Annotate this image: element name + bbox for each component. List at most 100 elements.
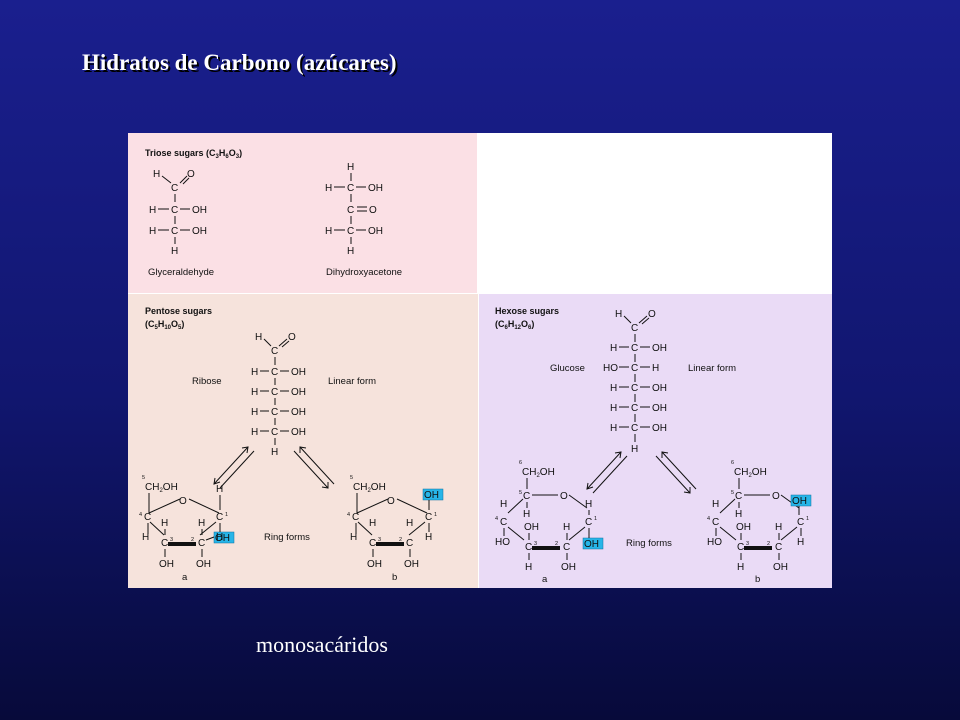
svg-text:C: C	[523, 491, 530, 502]
svg-text:C: C	[797, 517, 804, 528]
svg-text:C: C	[631, 323, 638, 334]
glucose-ring-a: 6 CH2OH 5 C O H H H 4 C C 1 HO OH	[495, 460, 604, 585]
svg-text:a: a	[182, 572, 188, 583]
svg-text:C: C	[775, 542, 782, 553]
svg-text:3: 3	[378, 537, 381, 543]
svg-text:O: O	[187, 169, 195, 180]
svg-text:H: H	[350, 532, 357, 543]
svg-text:C: C	[712, 517, 719, 528]
svg-text:C: C	[216, 512, 223, 523]
svg-text:H: H	[610, 383, 617, 394]
svg-text:OH: OH	[367, 559, 382, 570]
svg-text:O: O	[648, 309, 656, 320]
svg-text:OH: OH	[291, 427, 306, 438]
svg-text:C: C	[352, 512, 359, 523]
svg-text:HO: HO	[707, 537, 722, 548]
svg-text:OH: OH	[652, 383, 667, 394]
svg-text:OH: OH	[291, 387, 306, 398]
svg-text:C: C	[525, 542, 532, 553]
ribose-linear-structure: H O C H C OH H C OH H	[251, 332, 306, 458]
svg-text:C: C	[369, 538, 376, 549]
svg-text:OH: OH	[524, 522, 539, 533]
svg-text:H: H	[610, 423, 617, 434]
svg-text:OH: OH	[792, 496, 807, 507]
svg-text:C: C	[171, 183, 178, 194]
svg-text:OH: OH	[368, 183, 383, 194]
empty-panel	[478, 133, 832, 293]
svg-text:C: C	[347, 226, 354, 237]
svg-text:H: H	[631, 444, 638, 455]
svg-text:H: H	[251, 387, 258, 398]
svg-text:CH2OH: CH2OH	[734, 467, 767, 479]
pentose-diagram: Pentose sugars (C5H10O5) H O C H C OH H …	[139, 306, 444, 583]
svg-text:1: 1	[225, 512, 228, 518]
svg-text:H: H	[251, 407, 258, 418]
svg-text:O: O	[772, 491, 780, 502]
svg-text:H: H	[797, 537, 804, 548]
svg-text:3: 3	[170, 537, 173, 543]
svg-text:OH: OH	[291, 367, 306, 378]
glyceraldehyde-label: Glyceraldehyde	[148, 267, 214, 278]
hexose-diagram: Hexose sugars (C6H12O6) H O C H C OH HO …	[495, 306, 812, 585]
svg-text:H: H	[610, 343, 617, 354]
monosaccharide-figure: Triose sugars (C3H6O3) H O C H C OH H C	[128, 133, 832, 588]
svg-text:b: b	[392, 572, 397, 583]
svg-text:O: O	[560, 491, 568, 502]
triose-panel: Triose sugars (C3H6O3) H O C H C OH H C	[128, 133, 477, 293]
svg-text:H: H	[525, 562, 532, 573]
svg-text:1: 1	[434, 512, 437, 518]
svg-text:O: O	[387, 496, 395, 507]
svg-text:OH: OH	[192, 226, 207, 237]
svg-text:1: 1	[806, 516, 809, 522]
svg-text:2: 2	[555, 541, 558, 547]
svg-text:4: 4	[707, 516, 710, 522]
svg-text:5: 5	[731, 490, 734, 496]
svg-text:H: H	[347, 162, 354, 173]
svg-text:C: C	[737, 542, 744, 553]
svg-text:H: H	[153, 169, 160, 180]
glyceraldehyde-structure: H O C H C OH H C OH H	[149, 169, 207, 257]
svg-text:1: 1	[594, 516, 597, 522]
svg-text:OH: OH	[159, 559, 174, 570]
svg-text:H: H	[615, 309, 622, 320]
svg-text:5: 5	[142, 475, 145, 481]
svg-text:OH: OH	[584, 539, 599, 550]
svg-text:H: H	[149, 205, 156, 216]
svg-text:OH: OH	[652, 403, 667, 414]
svg-text:H: H	[523, 509, 530, 520]
svg-text:OH: OH	[291, 407, 306, 418]
svg-text:H: H	[251, 427, 258, 438]
hexose-ring-label: Ring forms	[626, 538, 672, 549]
svg-text:OH: OH	[404, 559, 419, 570]
svg-text:OH: OH	[561, 562, 576, 573]
svg-text:O: O	[179, 496, 187, 507]
svg-text:H: H	[171, 246, 178, 257]
svg-text:H: H	[369, 518, 376, 529]
hexose-formula: (C6H12O6)	[495, 319, 534, 331]
dihydroxyacetone-structure: H H C OH C O H C OH H	[325, 162, 383, 257]
svg-text:5: 5	[519, 490, 522, 496]
glucose-ring-b: 6 CH2OH 5 C O H H OH 4 C C 1 HO	[707, 460, 812, 585]
hexose-panel: Hexose sugars (C6H12O6) H O C H C OH HO …	[479, 294, 832, 588]
svg-text:OH: OH	[652, 343, 667, 354]
svg-text:O: O	[369, 205, 377, 216]
svg-text:HO: HO	[603, 363, 618, 374]
svg-text:C: C	[171, 226, 178, 237]
svg-text:4: 4	[347, 512, 350, 518]
svg-text:C: C	[171, 205, 178, 216]
svg-text:2: 2	[191, 537, 194, 543]
svg-text:OH: OH	[773, 562, 788, 573]
triose-diagram: Triose sugars (C3H6O3) H O C H C OH H C	[145, 148, 402, 278]
svg-text:H: H	[563, 522, 570, 533]
triose-heading: Triose sugars (C3H6O3)	[145, 148, 242, 160]
ribose-equilibrium-arrows	[213, 446, 335, 489]
svg-text:6: 6	[519, 460, 522, 466]
hexose-heading: Hexose sugars	[495, 306, 559, 316]
svg-text:6: 6	[731, 460, 734, 466]
svg-text:H: H	[271, 447, 278, 458]
pentose-formula: (C5H10O5)	[145, 319, 184, 331]
svg-text:C: C	[347, 205, 354, 216]
svg-text:CH2OH: CH2OH	[145, 482, 178, 494]
svg-text:4: 4	[495, 516, 498, 522]
svg-text:2: 2	[399, 537, 402, 543]
